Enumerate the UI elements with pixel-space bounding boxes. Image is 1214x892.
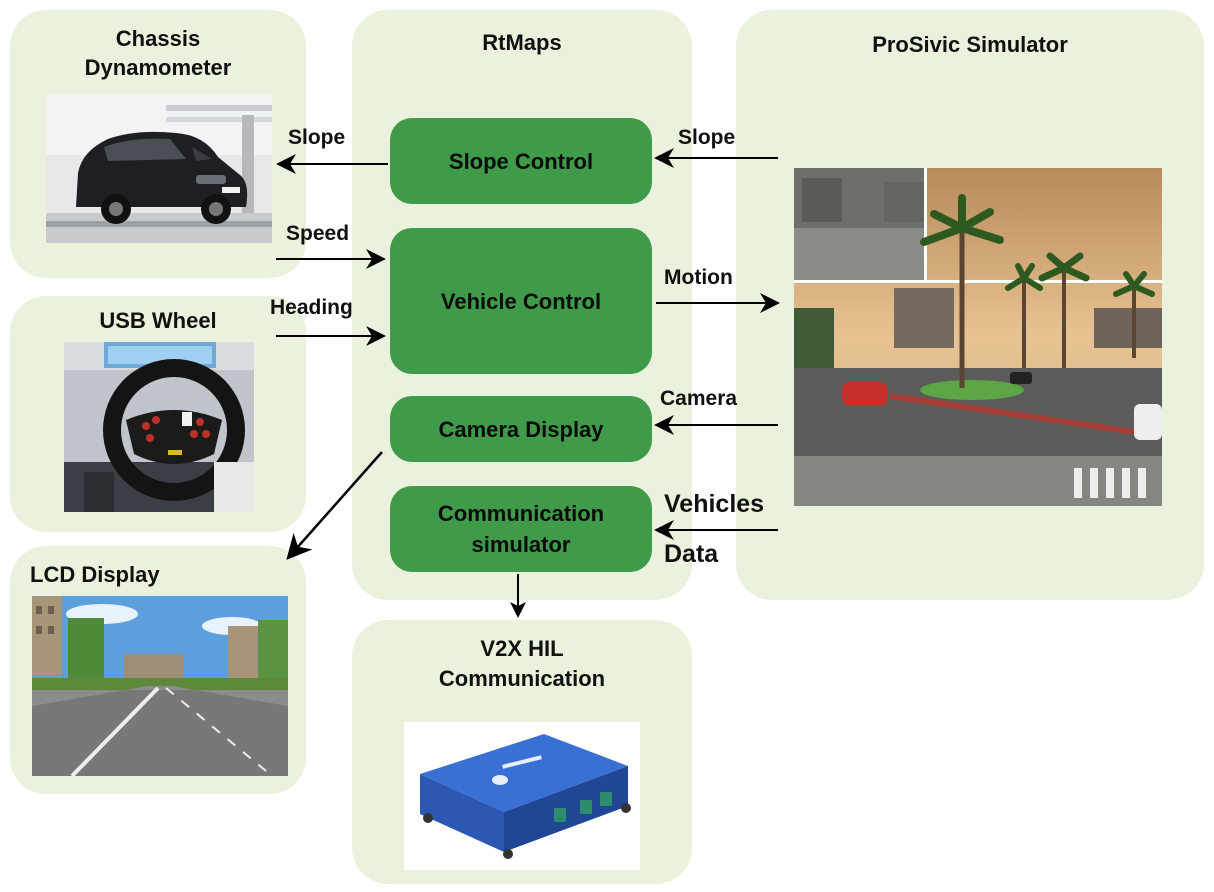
camera-label: Camera: [660, 387, 738, 410]
slope-control-label: Slope Control: [448, 148, 594, 174]
data-label: Data: [664, 540, 719, 568]
slope-control-box: Slope Control: [390, 118, 652, 204]
simulator-scene-screen: [794, 168, 1162, 506]
communication-simulator-box: Communication simulator: [390, 486, 652, 572]
usb-wheel-panel: USB Wheel: [10, 296, 306, 532]
speed-label: Speed: [286, 222, 350, 245]
chassis-dynamometer-title: Chassis Dynamometer: [84, 26, 232, 80]
heading-label: Heading: [270, 296, 353, 319]
steering-wheel-photo: [64, 342, 254, 512]
slope-in-label: Slope: [678, 126, 736, 149]
camera-to-lcd-arrow: [286, 451, 383, 560]
v2x-device-photo: [404, 722, 640, 870]
car-on-dynamometer-photo: [46, 95, 272, 243]
rtmaps-title: RtMaps: [482, 30, 562, 55]
vehicle-control-box: Vehicle Control: [390, 228, 652, 374]
vehicle-control-label: Vehicle Control: [440, 288, 602, 314]
lcd-display-title: LCD Display: [30, 562, 160, 587]
motion-label: Motion: [664, 266, 733, 289]
slope-out-label: Slope: [288, 126, 346, 149]
road-scene-screen: [32, 596, 288, 776]
prosivic-title: ProSivic Simulator: [872, 32, 1068, 57]
vehicles-label: Vehicles: [664, 490, 765, 518]
camera-display-label: Camera Display: [438, 416, 604, 442]
usb-wheel-title: USB Wheel: [99, 308, 217, 333]
v2x-title: V2X HIL Communication: [438, 636, 606, 691]
camera-display-box: Camera Display: [390, 396, 652, 462]
communication-simulator-label: Communication simulator: [437, 501, 605, 557]
